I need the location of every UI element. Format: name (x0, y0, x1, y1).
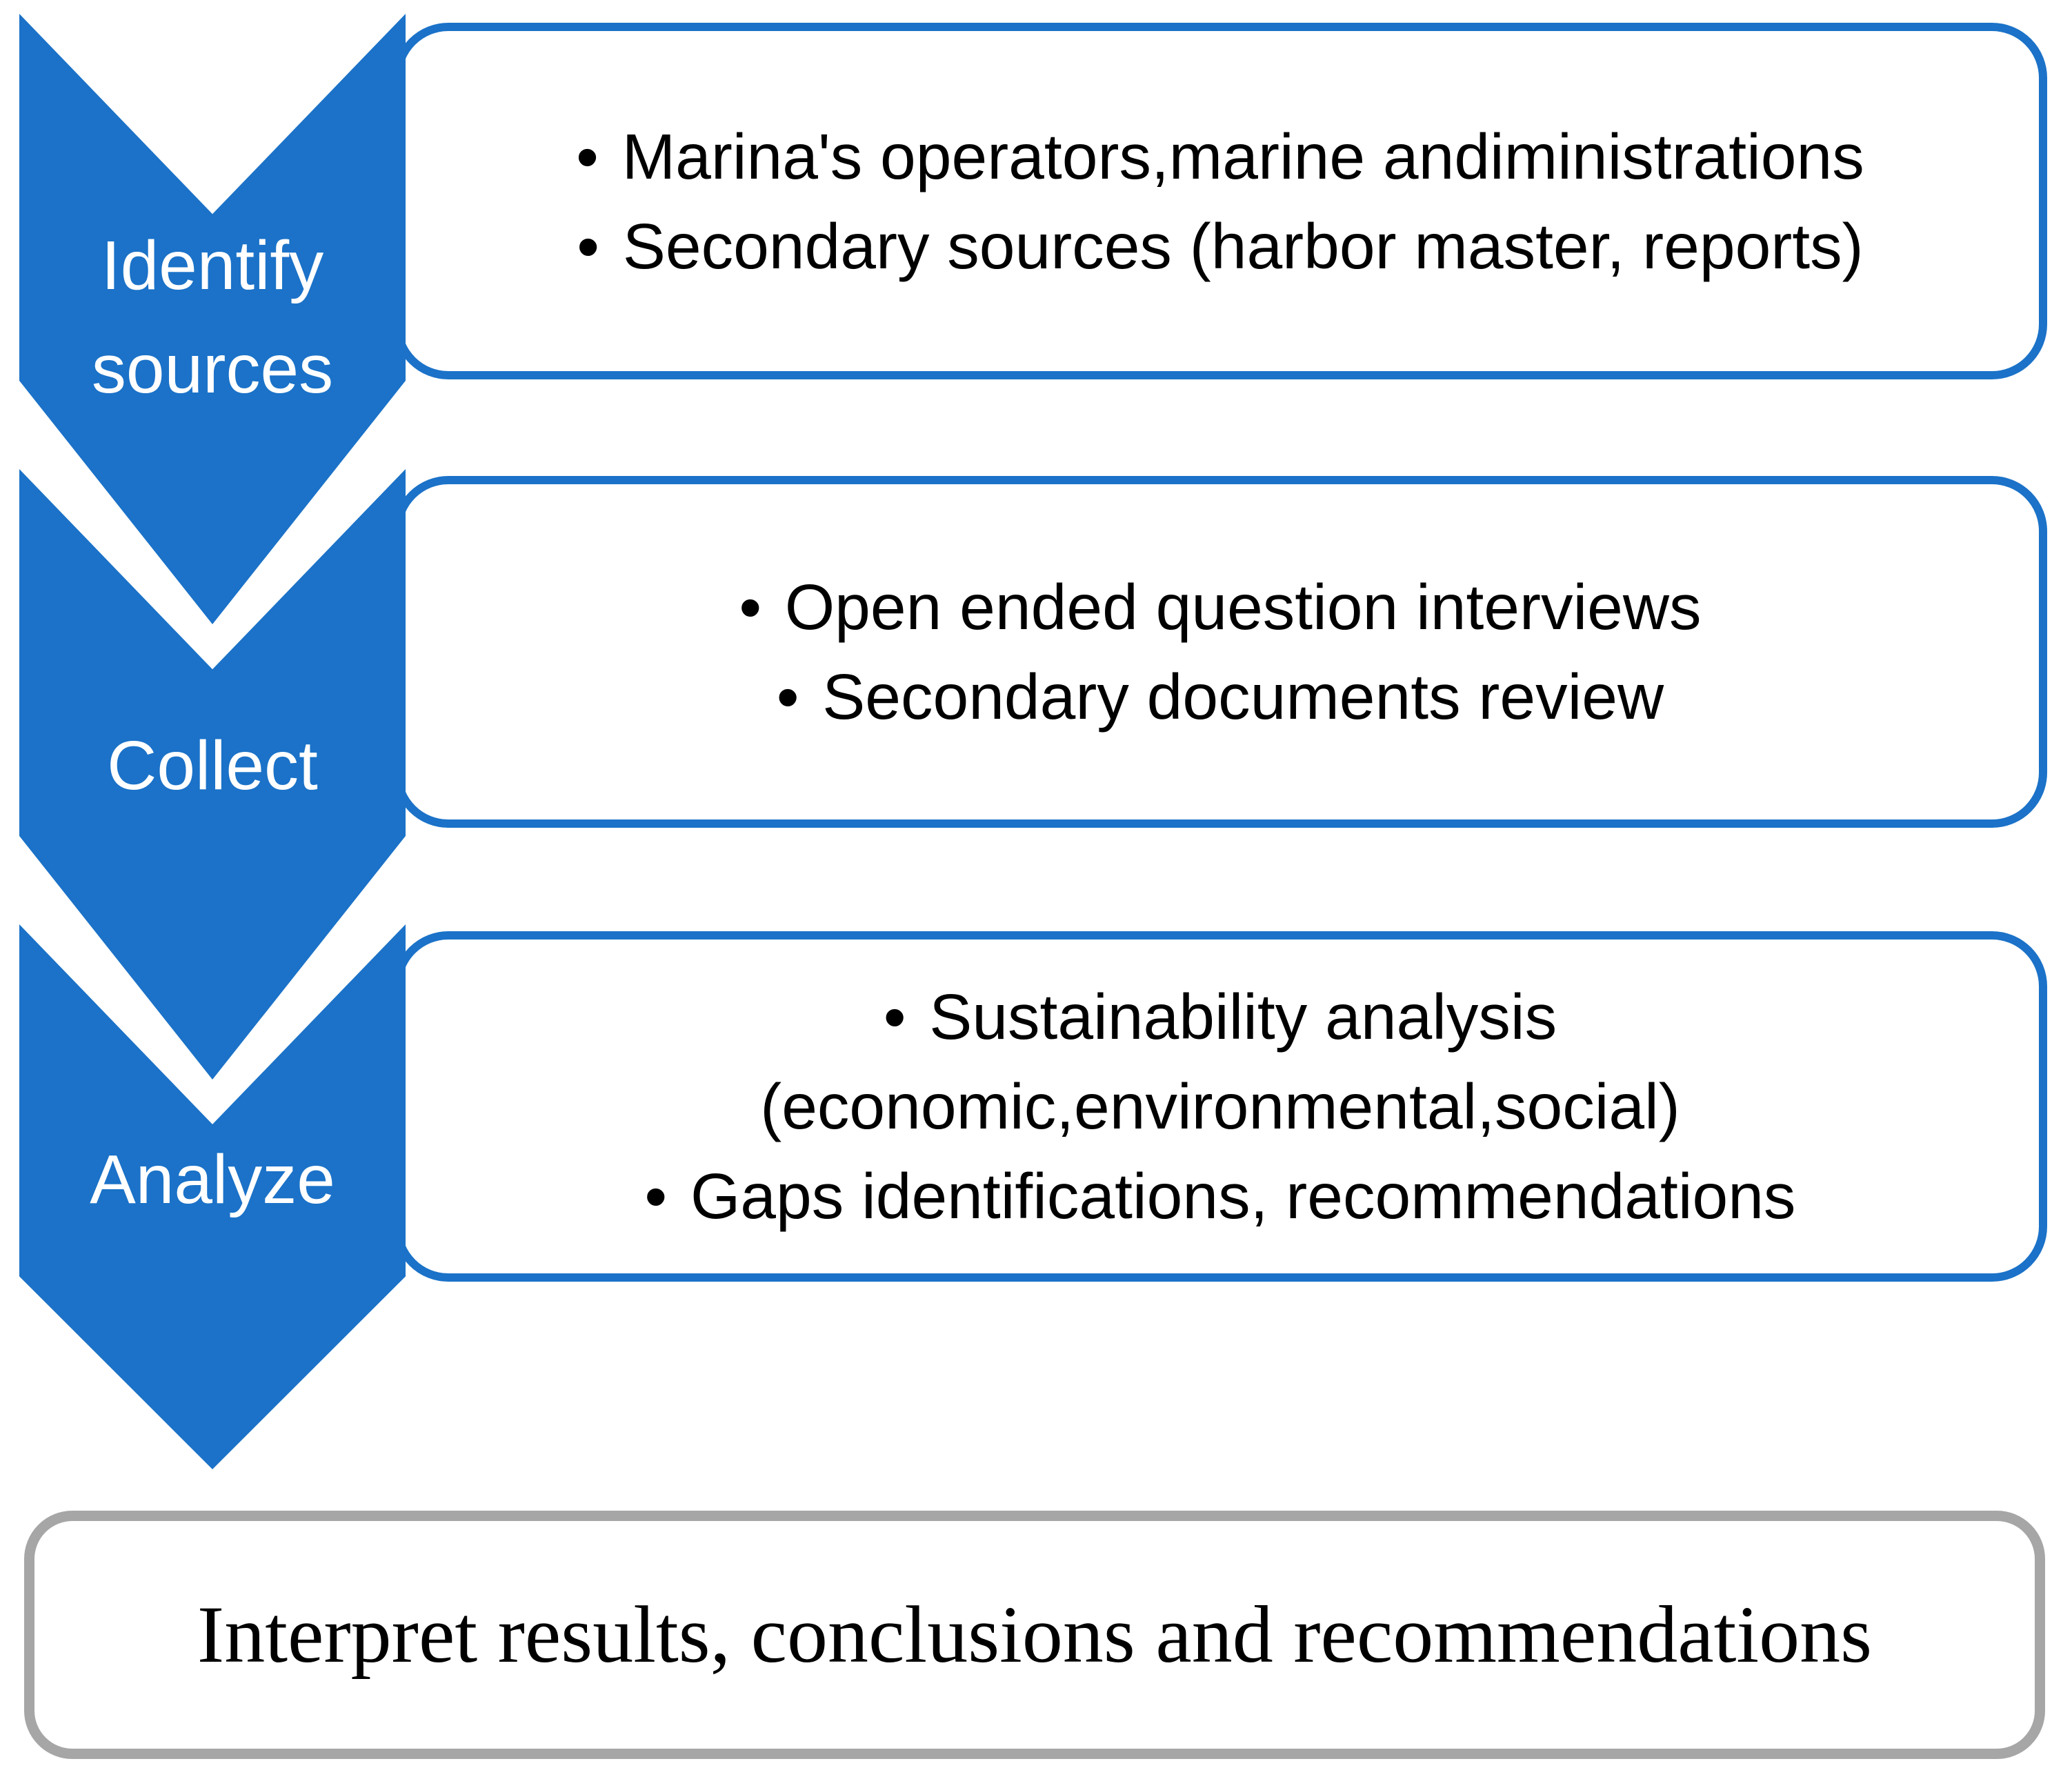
bullet-line-text: Open ended question interviews (784, 571, 1702, 643)
bullet-line: • Secondary sources (harbor master, repo… (577, 201, 1863, 291)
bullet-line: (economic,environmental,social) (760, 1062, 1680, 1151)
bullet-line: • Open ended question interviews (739, 562, 1701, 652)
bullet-line: • Secondary documents review (777, 652, 1664, 742)
chevron-label-identify-sources: Identify sources (19, 207, 406, 428)
identify-sources-box: • Marina's operators,marine andiministra… (393, 23, 2047, 379)
bullet-line: • Sustainability analysis (884, 972, 1557, 1062)
bullet-icon: • (576, 120, 617, 192)
chevron-label-collect: Collect (19, 655, 406, 876)
collect-box: • Open ended question interviews• Second… (393, 476, 2047, 828)
bullet-icon: • (739, 571, 779, 643)
bullet-line-text: Secondary sources (harbor master, report… (622, 210, 1864, 282)
bullet-line-text: Sustainability analysis (929, 981, 1557, 1053)
bullet-icon: • (776, 661, 817, 733)
chevron-label-analyze: Analyze (19, 1076, 406, 1283)
chevron-label-text: Analyze (90, 1141, 335, 1218)
conclusions-box: Interpret results, conclusions and recom… (24, 1511, 2045, 1759)
bullet-icon: • (577, 210, 617, 282)
analyze-box: • Sustainability analysis (economic,envir… (393, 931, 2047, 1282)
bullet-icon: • (883, 981, 924, 1053)
bullet-line: • Marina's operators,marine andiministra… (576, 112, 1864, 201)
chevron-label-text: Identify sources (91, 227, 334, 408)
bullet-line-text: (economic,environmental,social) (760, 1071, 1680, 1142)
bullet-line-text: Marina's operators,marine andiministrati… (621, 120, 1864, 192)
chevron-label-text: Collect (107, 727, 318, 804)
bullet-icon: • (644, 1160, 685, 1232)
conclusions-text: Interpret results, conclusions and recom… (197, 1589, 1873, 1680)
bullet-line: • Gaps identifications, recommendations (645, 1151, 1796, 1241)
bullet-line-text: Gaps identifications, recommendations (690, 1160, 1796, 1232)
bullet-line-text: Secondary documents review (822, 661, 1664, 733)
